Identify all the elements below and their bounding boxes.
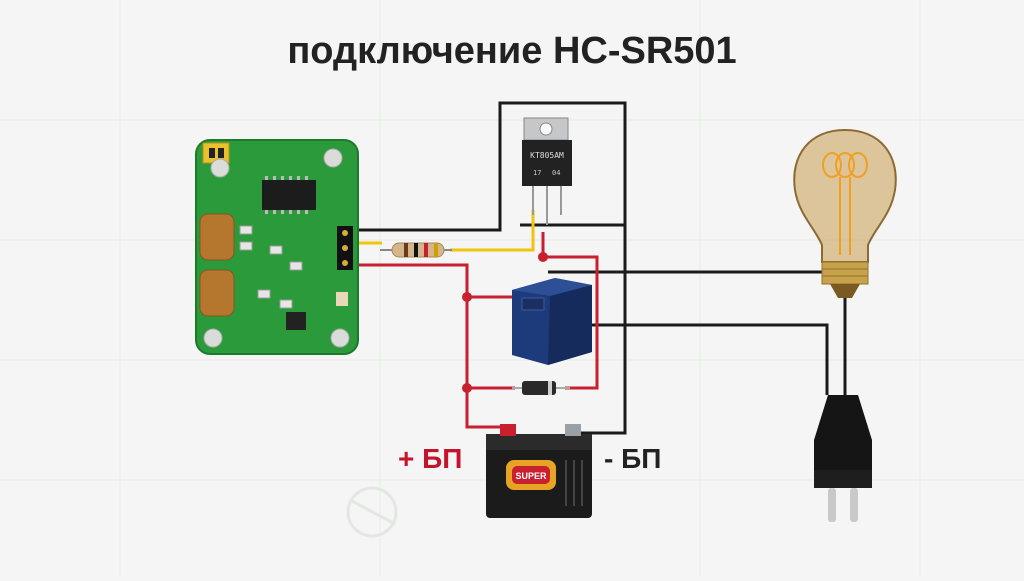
hc-sr501-sensor-board xyxy=(195,139,359,355)
battery-brand: SUPER xyxy=(515,471,547,481)
minus-psu-label: - БП xyxy=(604,443,662,474)
wire-yellow-base xyxy=(450,210,535,252)
diode xyxy=(512,381,570,395)
watermark-logo xyxy=(346,486,398,538)
wire-black-ground xyxy=(352,101,627,435)
wires-black xyxy=(352,101,847,435)
junction-dots xyxy=(462,252,548,393)
light-bulb xyxy=(793,128,897,298)
battery: SUPER xyxy=(486,424,592,518)
transistor-marking-2: 17 xyxy=(533,169,541,177)
resistor xyxy=(380,242,452,258)
relay xyxy=(512,278,592,365)
transistor-marking-3: 04 xyxy=(552,169,560,177)
wires-red xyxy=(352,232,599,429)
transistor-marking-1: KT805AM xyxy=(530,151,564,160)
wire-black-relay-plug xyxy=(548,323,829,395)
power-plug xyxy=(814,395,872,522)
wire-red-plus xyxy=(352,263,510,429)
plus-psu-label: + БП xyxy=(398,443,463,474)
page-title: подключение HC-SR501 xyxy=(287,30,737,72)
transistor-kt805am: KT805AM 17 04 xyxy=(522,117,572,225)
